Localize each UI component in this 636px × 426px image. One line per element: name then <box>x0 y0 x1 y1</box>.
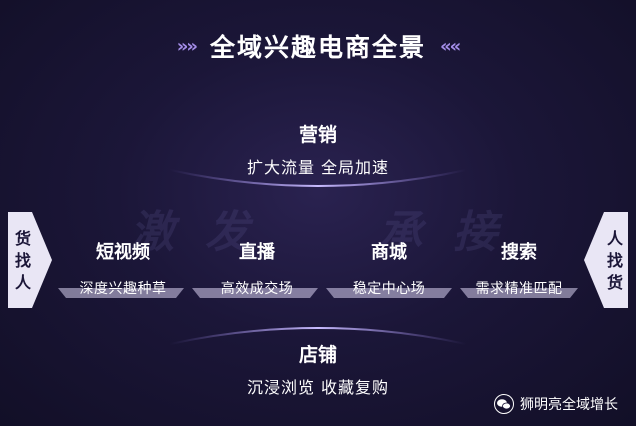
channel-sub: 深度兴趣种草 <box>79 281 167 297</box>
left-side-label: 货 找 人 <box>12 228 34 294</box>
right-char-1: 人 <box>606 229 623 248</box>
right-side-label: 人 找 货 <box>604 228 626 294</box>
bg-word-cheng: 承 <box>378 207 422 258</box>
wechat-icon <box>494 394 514 414</box>
channel-title: 直播 <box>239 242 275 263</box>
left-arrow-icon <box>8 212 52 308</box>
bg-word-fa: 发 <box>205 207 249 258</box>
channel-search: 搜索 需求精准匹配 <box>456 238 582 298</box>
right-chevrons-icon: «« <box>440 35 461 57</box>
marketing-label: 营销 <box>298 124 337 146</box>
left-char-1: 货 <box>14 229 31 248</box>
store-sub: 沉浸浏览 收藏复购 <box>246 378 390 397</box>
right-arrow-icon <box>584 212 628 308</box>
channel-sub: 高效成交场 <box>220 281 294 297</box>
channel-sub: 稳定中心场 <box>352 281 426 297</box>
marketing-arc <box>169 169 467 187</box>
channel-live: 直播 高效成交场 <box>194 238 320 298</box>
title-row: »» 全域兴趣电商全景 «« <box>0 28 636 64</box>
channel-short-video: 短视频 深度兴趣种草 <box>60 238 186 298</box>
channel-sub: 需求精准匹配 <box>475 281 563 297</box>
right-char-2: 找 <box>606 251 623 270</box>
left-char-2: 找 <box>14 251 31 270</box>
page-title: 全域兴趣电商全景 <box>209 33 426 62</box>
channel-title: 短视频 <box>96 242 150 263</box>
watermark-text: 狮明亮全域增长 <box>520 397 618 413</box>
left-char-3: 人 <box>14 273 31 292</box>
store-arc <box>169 327 467 345</box>
right-char-3: 货 <box>606 273 623 292</box>
bg-word-ji: 激 <box>130 207 174 258</box>
store-label: 店铺 <box>298 344 337 366</box>
channel-mall: 商城 稳定中心场 <box>326 238 452 298</box>
channel-bars <box>58 288 578 298</box>
left-chevrons-icon: »» <box>176 35 198 57</box>
watermark: 狮明亮全域增长 <box>494 394 618 414</box>
channel-title: 搜索 <box>501 242 537 263</box>
channel-title: 商城 <box>371 242 407 263</box>
marketing-sub: 扩大流量 全局加速 <box>246 158 390 177</box>
bg-word-jie: 接 <box>453 207 497 258</box>
